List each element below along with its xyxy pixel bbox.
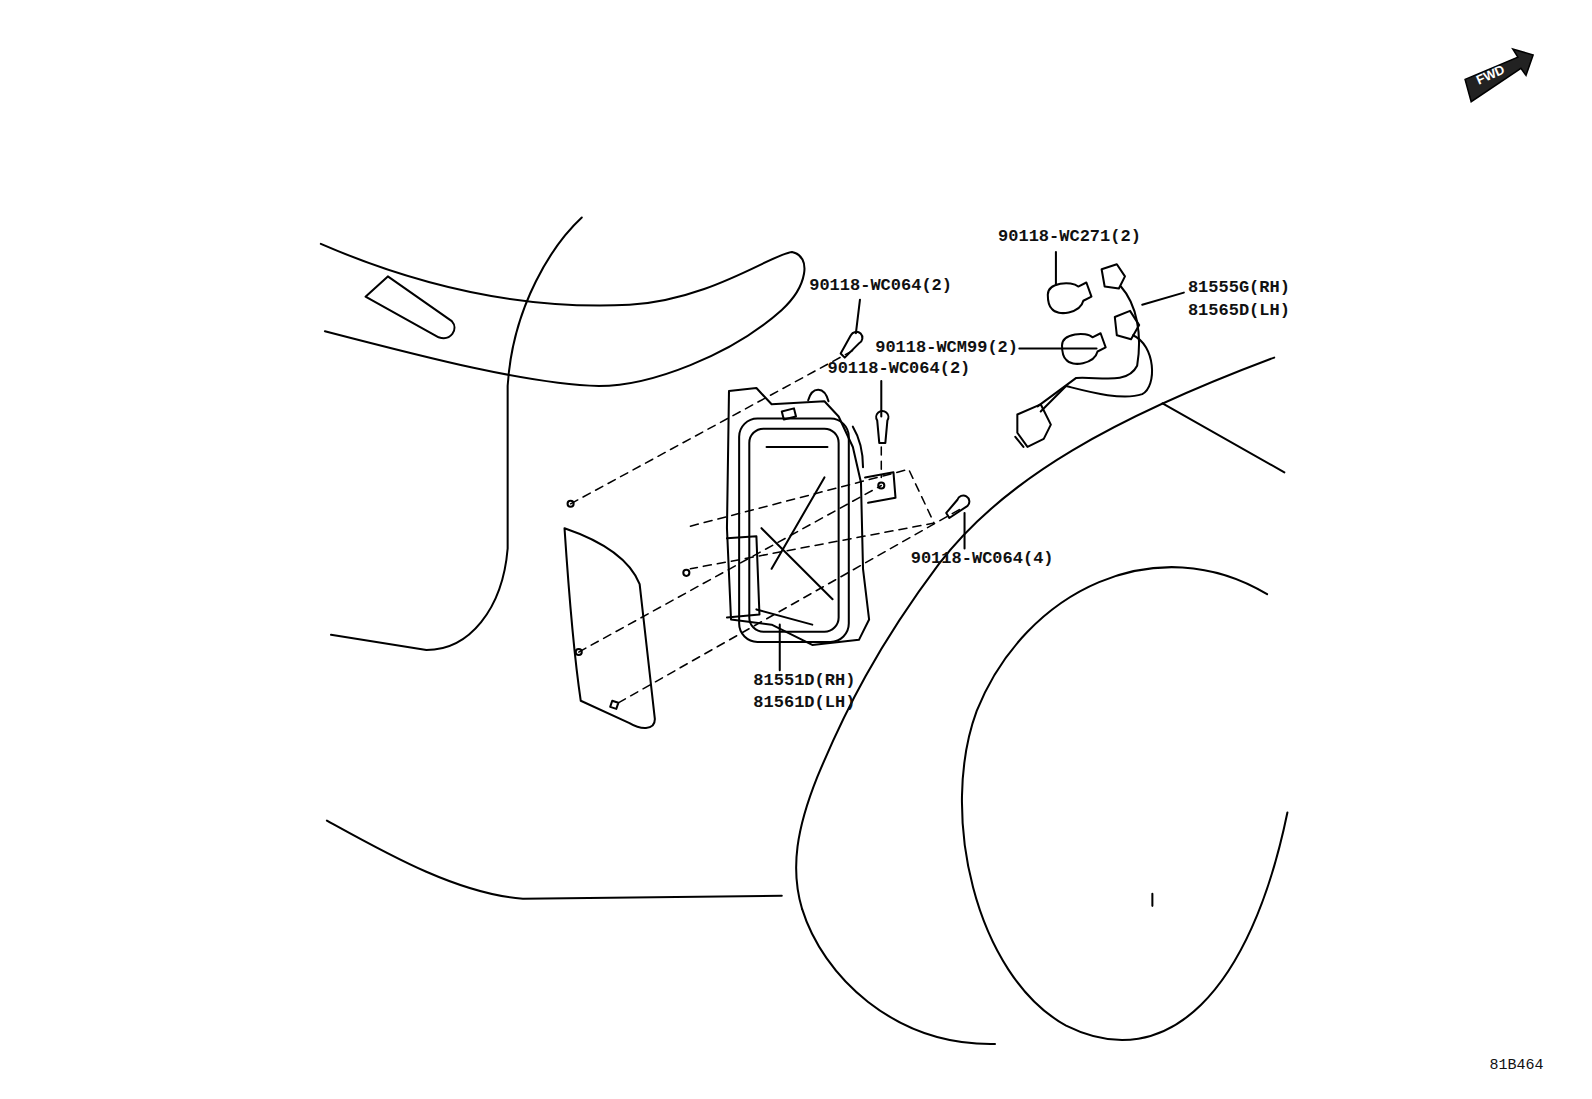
- part-number: 81551D(RH): [753, 671, 855, 691]
- part-number: 81561D(LH): [753, 693, 855, 713]
- part-number: 81565D(LH): [1188, 301, 1290, 321]
- part-number: 90118-WC064(2): [809, 276, 952, 296]
- part-number: 81555G(RH): [1188, 278, 1290, 298]
- figure-code: 81B464: [1489, 1056, 1543, 1076]
- part-number: 90118-WC271(2): [998, 227, 1141, 247]
- part-number: 90118-WC064(4): [911, 549, 1054, 569]
- part-number: 90118-WC064(2): [827, 359, 970, 379]
- part-number: 90118-WCM99(2): [875, 338, 1018, 358]
